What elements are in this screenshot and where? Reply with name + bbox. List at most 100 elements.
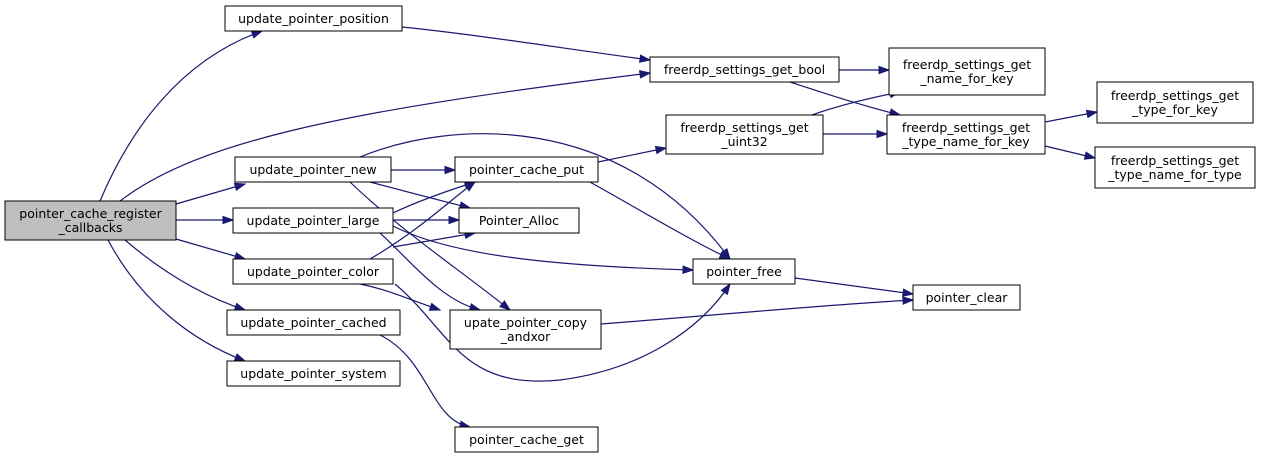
edge-root-to-upd-system [107,239,247,362]
edge-copy-andxor-to-pclear [600,296,915,325]
edge-line [600,299,914,325]
node-label-line: pointer_cache_put [469,162,584,177]
node-label-line: Pointer_Alloc [479,213,559,228]
edge-cache-put-to-get-uint32 [597,145,668,163]
node-label-line: _type_name_for_key [901,134,1030,149]
node-label-line: _type_name_for_type [1107,167,1242,182]
node-box [1096,81,1254,124]
node-label-line: freerdp_settings_get [902,120,1030,135]
edge-line [369,181,471,209]
edge-line [597,147,667,163]
node-label-line: _callbacks [58,220,123,235]
node-cache-put[interactable]: pointer_cache_put [454,156,599,183]
edges-layer [99,26,1099,429]
node-copy-andxor[interactable]: upate_pointer_copy_andxor [449,309,602,350]
edge-cache-put-to-pfree [589,181,732,260]
node-label-line: update_pointer_large [247,213,380,228]
edge-root-to-upd-color [175,238,247,261]
edge-line [794,277,914,295]
node-label-line: pointer_cache_get [469,432,584,447]
arrowhead [444,165,457,175]
node-upd-large[interactable]: update_pointer_large [232,207,394,234]
node-name-for-key[interactable]: freerdp_settings_get_name_for_key [888,47,1046,96]
arrowhead [428,302,442,311]
node-label-line: _andxor [500,329,551,344]
arrowhead [250,30,264,39]
nodes-layer: pointer_cache_register_callbacks update_p… [4,5,1256,453]
node-label-line: update_pointer_system [240,366,386,381]
node-label-line: freerdp_settings_get [680,120,808,135]
edge-upd-new-to-alloc [369,181,472,210]
node-pfree[interactable]: pointer_free [692,258,796,285]
arrowhead [654,145,668,155]
node-box [1094,146,1256,189]
edge-upd-color-to-cache-put [369,181,477,260]
edge-line [392,225,694,271]
edge-upd-new-to-copy-andxor [349,181,512,311]
node-pclear[interactable]: pointer_clear [912,284,1021,311]
node-upd-color[interactable]: update_pointer_color [232,258,394,285]
edge-line [99,30,263,202]
arrowhead [1083,151,1097,160]
arrowhead [222,215,235,225]
node-label-line: update_pointer_position [238,11,389,26]
arrowhead [233,302,247,311]
node-type-name-for-key[interactable]: freerdp_settings_get_type_name_for_key [886,114,1046,155]
node-label-line: _uint32 [720,134,767,149]
node-label-line: update_pointer_new [249,162,376,177]
arrowhead [448,215,461,225]
node-box [912,284,1021,311]
node-upd-cached[interactable]: update_pointer_cached [226,309,401,336]
node-box [649,56,840,83]
edge-upd-new-to-cache-put [391,165,457,175]
arrowhead [499,300,512,311]
edge-line [401,26,651,61]
edge-type-name-for-key-to-type-for-key [1044,109,1099,123]
node-upd-new[interactable]: update_pointer_new [234,156,392,183]
node-box [449,309,602,350]
node-label-line: pointer_cache_register [19,206,162,221]
node-box [234,156,392,183]
node-label-line: pointer_free [706,264,782,279]
node-box [665,114,824,155]
node-cache-get[interactable]: pointer_cache_get [454,426,599,453]
node-label-line: pointer_clear [926,290,1009,305]
node-box [454,426,599,453]
edge-line [107,239,246,362]
edge-line [394,283,731,382]
arrowhead [902,288,915,297]
node-get-bool[interactable]: freerdp_settings_get_bool [649,56,840,83]
node-label-line: update_pointer_cached [240,315,386,330]
node-upd-pos[interactable]: update_pointer_position [224,5,403,32]
node-box [226,309,401,336]
node-type-name-for-type[interactable]: freerdp_settings_get_type_name_for_type [1094,146,1256,189]
node-label-line: _name_for_key [919,71,1014,86]
node-box [888,47,1046,96]
arrowhead [639,54,652,63]
edge-type-name-for-key-to-type-name-for-type [1044,145,1097,160]
arrowhead [720,282,731,296]
edge-line [359,133,731,260]
node-alloc[interactable]: Pointer_Alloc [458,207,580,234]
node-label-line: freerdp_settings_get [903,57,1031,72]
node-label-line: _type_for_key [1131,102,1218,117]
edge-upd-large-to-copy-andxor [379,232,482,312]
node-root[interactable]: pointer_cache_register_callbacks [4,200,177,241]
node-label-line: freerdp_settings_get [1111,88,1239,103]
node-label-line: upate_pointer_copy [464,315,588,330]
node-box [4,200,177,241]
edge-line [379,232,481,311]
arrowhead [682,265,695,274]
arrowhead [639,70,652,79]
edge-upd-large-to-alloc [393,215,461,225]
node-get-uint32[interactable]: freerdp_settings_get_uint32 [665,114,824,155]
node-label-line: update_pointer_color [247,264,380,279]
edge-upd-large-to-pfree [392,225,695,274]
edge-line [369,181,476,260]
arrowhead [233,182,247,192]
node-box [458,207,580,234]
edge-upd-color-to-pfree [394,282,731,382]
edge-root-to-upd-new [175,182,247,205]
node-upd-system[interactable]: update_pointer_system [226,360,401,387]
node-type-for-key[interactable]: freerdp_settings_get_type_for_key [1096,81,1254,124]
